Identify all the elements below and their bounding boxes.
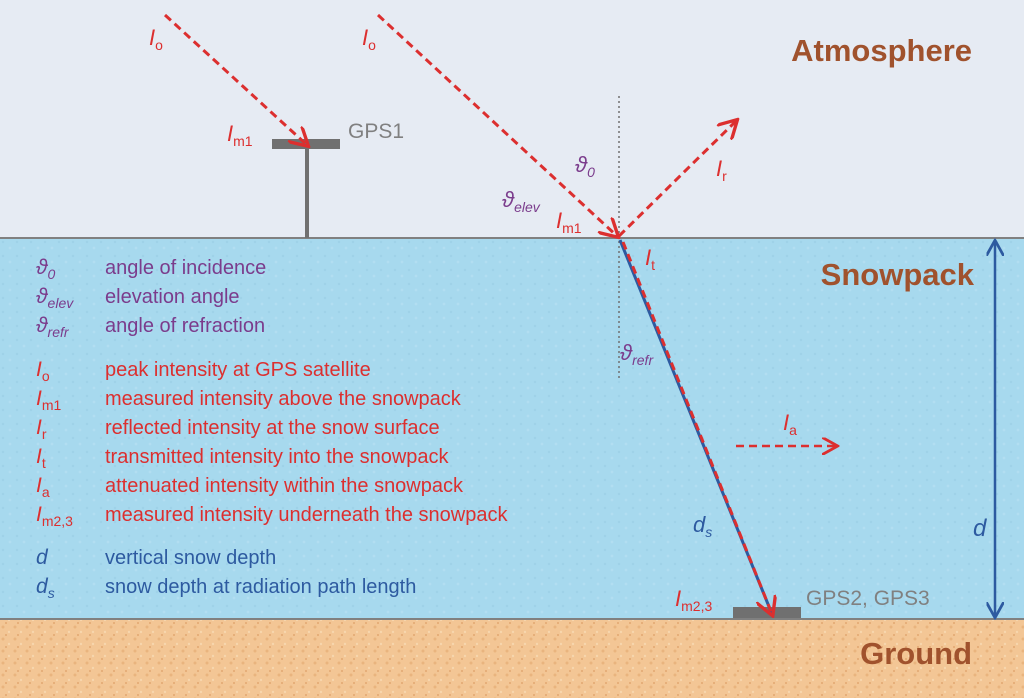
legend-text-8: measured intensity underneath the snowpa… bbox=[105, 504, 508, 526]
gps23-label: GPS2, GPS3 bbox=[806, 587, 930, 610]
legend-symbol-7: Ia bbox=[36, 474, 50, 500]
legend-text-7: attenuated intensity within the snowpack bbox=[105, 475, 464, 497]
legend-text-5: reflected intensity at the snow surface bbox=[105, 417, 440, 439]
label-d: d bbox=[973, 515, 987, 542]
legend-text-1: elevation angle bbox=[105, 286, 240, 308]
label-im1-surface: Im1 bbox=[556, 208, 582, 236]
label-io-2: Io bbox=[362, 25, 376, 53]
incoming-ray-1 bbox=[163, 13, 307, 145]
legend-text-2: angle of refraction bbox=[105, 315, 265, 337]
legend-text-10: snow depth at radiation path length bbox=[105, 576, 416, 598]
atmosphere-layer bbox=[0, 0, 1024, 238]
legend-text-6: transmitted intensity into the snowpack bbox=[105, 446, 450, 468]
label-it: It bbox=[645, 245, 655, 273]
legend-symbol-4: Im1 bbox=[36, 387, 62, 413]
legend-symbol-10: ds bbox=[36, 575, 55, 601]
label-ir: Ir bbox=[716, 156, 727, 184]
ground-title: Ground bbox=[860, 636, 972, 671]
label-theta-refr: ϑrefr bbox=[620, 340, 654, 368]
legend-text-9: vertical snow depth bbox=[105, 547, 276, 569]
legend-symbol-8: Im2,3 bbox=[36, 503, 73, 529]
legend-symbol-1: ϑelev bbox=[36, 285, 74, 311]
legend: ϑ0 angle of incidence ϑelev elevation angle… bbox=[36, 256, 508, 601]
label-ds: ds bbox=[693, 512, 712, 540]
legend-text-3: peak intensity at GPS satellite bbox=[105, 359, 371, 381]
snowpack-layer bbox=[0, 238, 1024, 619]
atmosphere-title: Atmosphere bbox=[791, 33, 972, 68]
gps1-label: GPS1 bbox=[348, 120, 404, 143]
label-theta0: ϑ0 bbox=[575, 152, 595, 180]
gps23-sensor bbox=[733, 607, 801, 618]
legend-symbol-5: Ir bbox=[36, 416, 47, 442]
ground-layer bbox=[0, 619, 1024, 698]
incoming-ray-2 bbox=[376, 13, 617, 236]
label-io-1: Io bbox=[149, 25, 163, 53]
legend-symbol-0: ϑ0 bbox=[36, 256, 56, 282]
label-im1-gps1: Im1 bbox=[227, 121, 253, 149]
legend-symbol-9: d bbox=[36, 546, 49, 569]
legend-text-4: measured intensity above the snowpack bbox=[105, 388, 462, 410]
legend-symbol-2: ϑrefr bbox=[36, 314, 70, 340]
legend-symbol-6: It bbox=[36, 445, 46, 471]
reflected-ray bbox=[617, 121, 736, 238]
transmitted-ray bbox=[621, 241, 772, 614]
gps1-sensor bbox=[272, 139, 340, 149]
legend-symbol-3: Io bbox=[36, 358, 50, 384]
label-theta-elev: ϑelev bbox=[502, 187, 541, 215]
label-im23: Im2,3 bbox=[675, 586, 712, 614]
legend-text-0: angle of incidence bbox=[105, 257, 266, 279]
snowpack-title: Snowpack bbox=[821, 257, 975, 292]
label-ia: Ia bbox=[783, 410, 797, 438]
